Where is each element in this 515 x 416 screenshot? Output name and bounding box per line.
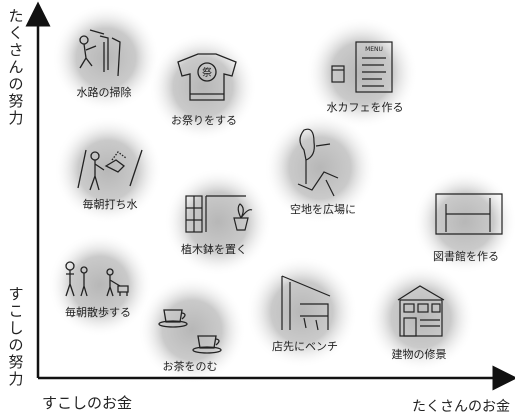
blob-water-cafe: [306, 17, 418, 129]
flower-pot-trellis-icon: [185, 195, 253, 233]
svg-text:祭: 祭: [202, 67, 212, 79]
townhouse-facade-icon: [397, 285, 445, 337]
library-building-icon: [435, 193, 503, 235]
blob-waterway: [52, 4, 160, 112]
blob-facade: [367, 264, 475, 372]
blob-library: [413, 170, 515, 274]
blob-vacant-lot: [264, 112, 376, 224]
festival-happi-coat-icon: 祭: [177, 53, 237, 101]
item-label-festival: お祭りをする: [171, 114, 237, 127]
item-label-tea: お茶をのむ: [162, 360, 218, 373]
y-axis-label-bottom: すこしの努力: [8, 285, 24, 388]
person-sprinkling-water-icon: [77, 149, 143, 191]
item-label-morning-walk: 毎朝散歩する: [65, 306, 131, 319]
item-label-morning-water: 毎朝打ち水: [82, 198, 138, 211]
tea-cups-icon: [158, 309, 222, 354]
cafe-menu-board-icon: MENU: [331, 41, 393, 93]
x-axis-label-left: すこしのお金: [42, 394, 133, 412]
item-label-library: 図書館を作る: [433, 250, 499, 263]
person-cleaning-waterway-icon: [79, 29, 121, 77]
item-label-shop-bench: 店先にベンチ: [272, 340, 338, 353]
svg-text:MENU: MENU: [365, 46, 383, 53]
blob-bench: [246, 256, 358, 368]
item-label-facade: 建物の修景: [391, 348, 447, 361]
item-label-flower-pots: 植木鉢を置く: [181, 243, 247, 256]
y-axis-label-top: たくさんの努力: [8, 7, 24, 127]
item-label-water-cafe: 水カフェを作る: [326, 101, 404, 114]
item-label-waterway-cleaning: 水路の掃除: [76, 86, 132, 99]
blob-tea: [138, 276, 246, 384]
vacant-lot-tree-icon: [297, 128, 339, 197]
x-axis-label-right: たくさんのお金: [412, 399, 510, 415]
people-walking-dog-icon: [65, 261, 129, 297]
shopfront-bench-icon: [281, 275, 331, 331]
blob-morning-water: [54, 116, 162, 224]
item-label-vacant-lot: 空地を広場に: [290, 203, 356, 216]
blob-flower-pots: [164, 168, 272, 276]
blob-morning-walk: [48, 233, 152, 337]
